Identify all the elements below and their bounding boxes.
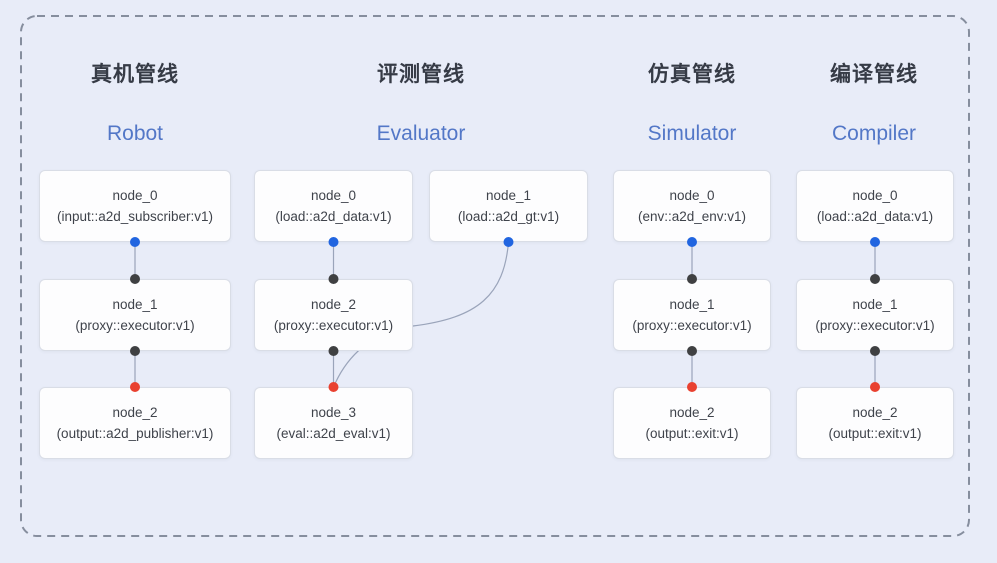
pipeline-header-simulator: 仿真管线 Simulator: [648, 62, 737, 147]
node-name: node_0: [310, 188, 357, 203]
node-type: (input::a2d_subscriber:v1): [56, 209, 214, 224]
pipeline-header-evaluator: 评测管线 Evaluator: [377, 62, 466, 147]
pipeline-title-en-simulator: Simulator: [647, 122, 737, 145]
pipeline-header-compiler: 编译管线 Compiler: [830, 62, 918, 147]
node-type: (load::a2d_gt:v1): [457, 209, 560, 224]
node-name: node_1: [852, 297, 898, 312]
node-name: node_0: [852, 188, 898, 203]
pipeline-title-en-robot: Robot: [106, 122, 164, 145]
node-type: (load::a2d_data:v1): [275, 209, 392, 224]
node-simulator-node_0[interactable]: node_0 (env::a2d_env:v1): [613, 170, 771, 242]
node-compiler-node_2[interactable]: node_2 (output::exit:v1): [796, 387, 954, 459]
pipeline-title-zh-compiler: 编译管线: [830, 63, 918, 86]
node-type: (output::exit:v1): [828, 426, 922, 441]
node-robot-node_1[interactable]: node_1 (proxy::executor:v1): [39, 279, 231, 351]
node-evaluator-node_0[interactable]: node_0 (load::a2d_data:v1): [254, 170, 413, 242]
pipeline-header-robot: 真机管线 Robot: [91, 62, 179, 147]
node-compiler-node_1[interactable]: node_1 (proxy::executor:v1): [796, 279, 954, 351]
node-evaluator-node_1[interactable]: node_1 (load::a2d_gt:v1): [429, 170, 588, 242]
node-evaluator-node_3[interactable]: node_3 (eval::a2d_eval:v1): [254, 387, 413, 459]
pipeline-title-zh-evaluator: 评测管线: [377, 63, 465, 86]
node-compiler-node_0[interactable]: node_0 (load::a2d_data:v1): [796, 170, 954, 242]
node-name: node_0: [112, 188, 158, 203]
node-simulator-node_2[interactable]: node_2 (output::exit:v1): [613, 387, 771, 459]
node-name: node_2: [112, 405, 158, 420]
node-type: (output::a2d_publisher:v1): [56, 426, 214, 441]
node-simulator-node_1[interactable]: node_1 (proxy::executor:v1): [613, 279, 771, 351]
node-type: (proxy::executor:v1): [75, 318, 195, 333]
node-name: node_1: [112, 297, 158, 312]
node-evaluator-node_2[interactable]: node_2 (proxy::executor:v1): [254, 279, 413, 351]
node-name: node_2: [669, 405, 715, 420]
node-name: node_0: [669, 188, 715, 203]
node-type: (proxy::executor:v1): [632, 318, 752, 333]
node-type: (proxy::executor:v1): [815, 318, 935, 333]
node-type: (env::a2d_env:v1): [637, 209, 747, 224]
node-robot-node_2[interactable]: node_2 (output::a2d_publisher:v1): [39, 387, 231, 459]
pipeline-title-en-evaluator: Evaluator: [376, 122, 466, 145]
node-name: node_1: [669, 297, 715, 312]
pipeline-title-zh-simulator: 仿真管线: [647, 63, 736, 86]
node-name: node_2: [852, 405, 898, 420]
node-type: (output::exit:v1): [645, 426, 739, 441]
node-name: node_2: [310, 297, 357, 312]
node-type: (eval::a2d_eval:v1): [276, 426, 391, 441]
node-type: (proxy::executor:v1): [273, 318, 394, 333]
node-name: node_3: [310, 405, 357, 420]
node-name: node_1: [485, 188, 532, 203]
node-type: (load::a2d_data:v1): [816, 209, 934, 224]
pipeline-title-en-compiler: Compiler: [831, 122, 917, 145]
node-robot-node_0[interactable]: node_0 (input::a2d_subscriber:v1): [39, 170, 231, 242]
pipeline-title-zh-robot: 真机管线: [91, 63, 179, 86]
